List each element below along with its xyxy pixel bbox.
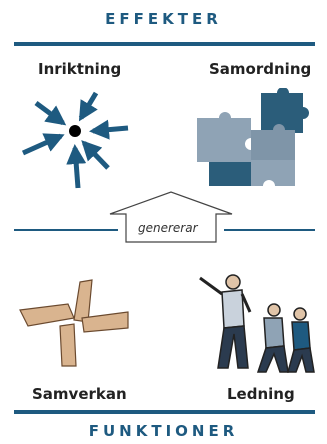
bottom-rule	[14, 410, 315, 414]
inriktning-label: Inriktning	[38, 60, 122, 78]
ledning-label: Ledning	[227, 385, 295, 403]
converging-arrows-icon	[21, 91, 129, 189]
right-divider	[224, 229, 315, 231]
samordning-label: Samordning	[209, 60, 312, 78]
generating-label: genererar	[138, 221, 198, 235]
samverkan-label: Samverkan	[32, 385, 127, 403]
left-divider	[14, 229, 118, 231]
funktioner-heading: FUNKTIONER	[88, 422, 239, 440]
puzzle-pieces-icon	[197, 88, 309, 186]
linked-hands-icon	[19, 279, 129, 367]
up-arrow-icon	[109, 191, 233, 243]
leader-and-followers-icon	[199, 274, 315, 373]
top-rule	[14, 42, 315, 46]
effekter-heading: EFFEKTER	[105, 10, 222, 28]
